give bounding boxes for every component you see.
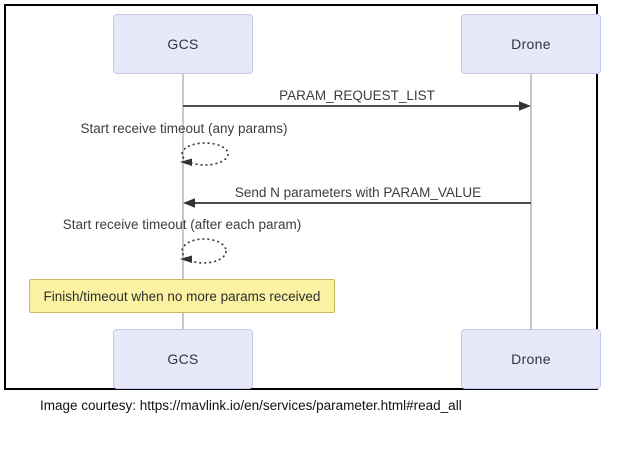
message-start-timeout-any: Start receive timeout (any params) — [80, 121, 288, 136]
actor-gcs-top-label: GCS — [167, 36, 199, 52]
message-send-n-parameters: Send N parameters with PARAM_VALUE — [234, 185, 482, 200]
message-start-timeout-each: Start receive timeout (after each param) — [62, 217, 302, 232]
actor-gcs-top: GCS — [113, 14, 253, 74]
actor-gcs-bottom: GCS — [113, 329, 253, 389]
request-arrowhead-icon — [519, 101, 531, 111]
sequence-diagram-frame: GCS Drone GCS Drone PARAM_REQUEST_LIST S… — [4, 4, 601, 390]
image-courtesy-caption: Image courtesy: https://mavlink.io/en/se… — [40, 398, 462, 413]
message-param-request-list: PARAM_REQUEST_LIST — [279, 88, 435, 103]
actor-gcs-bottom-label: GCS — [167, 351, 199, 367]
send-params-arrowhead-icon — [183, 198, 195, 208]
actor-drone-top: Drone — [461, 14, 601, 74]
finish-timeout-note-label: Finish/timeout when no more params recei… — [43, 288, 321, 304]
timeout-each-loop — [181, 238, 227, 264]
actor-drone-bottom: Drone — [461, 329, 601, 389]
actor-drone-top-label: Drone — [511, 36, 551, 52]
timeout-any-arrowhead-icon — [180, 158, 192, 166]
timeout-any-loop — [181, 142, 229, 166]
actor-drone-bottom-label: Drone — [511, 351, 551, 367]
timeout-each-arrowhead-icon — [180, 255, 192, 263]
finish-timeout-note: Finish/timeout when no more params recei… — [29, 279, 335, 313]
